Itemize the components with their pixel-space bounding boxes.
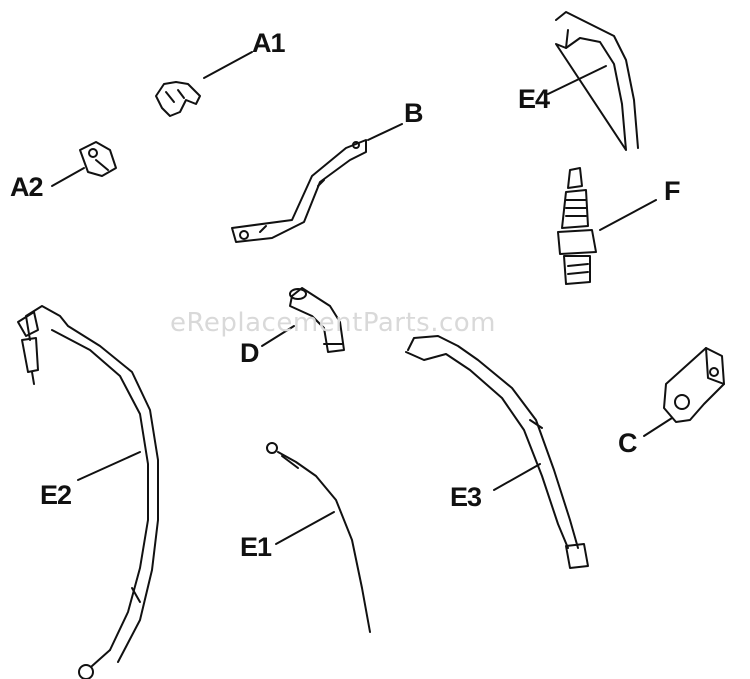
label-a1: A1 bbox=[252, 28, 286, 58]
label-e1: E1 bbox=[240, 532, 272, 562]
part-e2-lead bbox=[17, 305, 159, 679]
leader-b bbox=[367, 123, 403, 141]
leader-e2 bbox=[77, 451, 141, 481]
part-e3-lead bbox=[405, 335, 589, 569]
leader-e4 bbox=[547, 65, 607, 95]
part-f-spark-plug bbox=[557, 167, 597, 285]
label-f: F bbox=[664, 176, 680, 206]
label-e2: E2 bbox=[40, 480, 72, 510]
watermark: eReplacementParts.com bbox=[170, 308, 497, 338]
leader-f bbox=[599, 199, 657, 231]
part-e1-wire bbox=[266, 442, 371, 633]
label-e3: E3 bbox=[450, 482, 482, 512]
leader-a1 bbox=[203, 51, 253, 79]
leader-e3 bbox=[493, 463, 541, 491]
label-b: B bbox=[404, 98, 423, 128]
part-c-bracket bbox=[663, 347, 725, 423]
part-e4-lead bbox=[555, 11, 639, 151]
part-a1-clip bbox=[155, 81, 201, 117]
part-d-elbow bbox=[289, 287, 345, 353]
label-e4: E4 bbox=[518, 84, 550, 114]
leader-c bbox=[643, 417, 673, 437]
part-b-strap bbox=[231, 139, 367, 243]
label-c: C bbox=[618, 428, 637, 458]
leader-d bbox=[261, 325, 295, 347]
label-d: D bbox=[240, 338, 259, 368]
part-a2-clip bbox=[79, 141, 117, 177]
leader-a2 bbox=[51, 167, 85, 187]
label-a2: A2 bbox=[10, 172, 44, 202]
leader-e1 bbox=[275, 511, 335, 545]
